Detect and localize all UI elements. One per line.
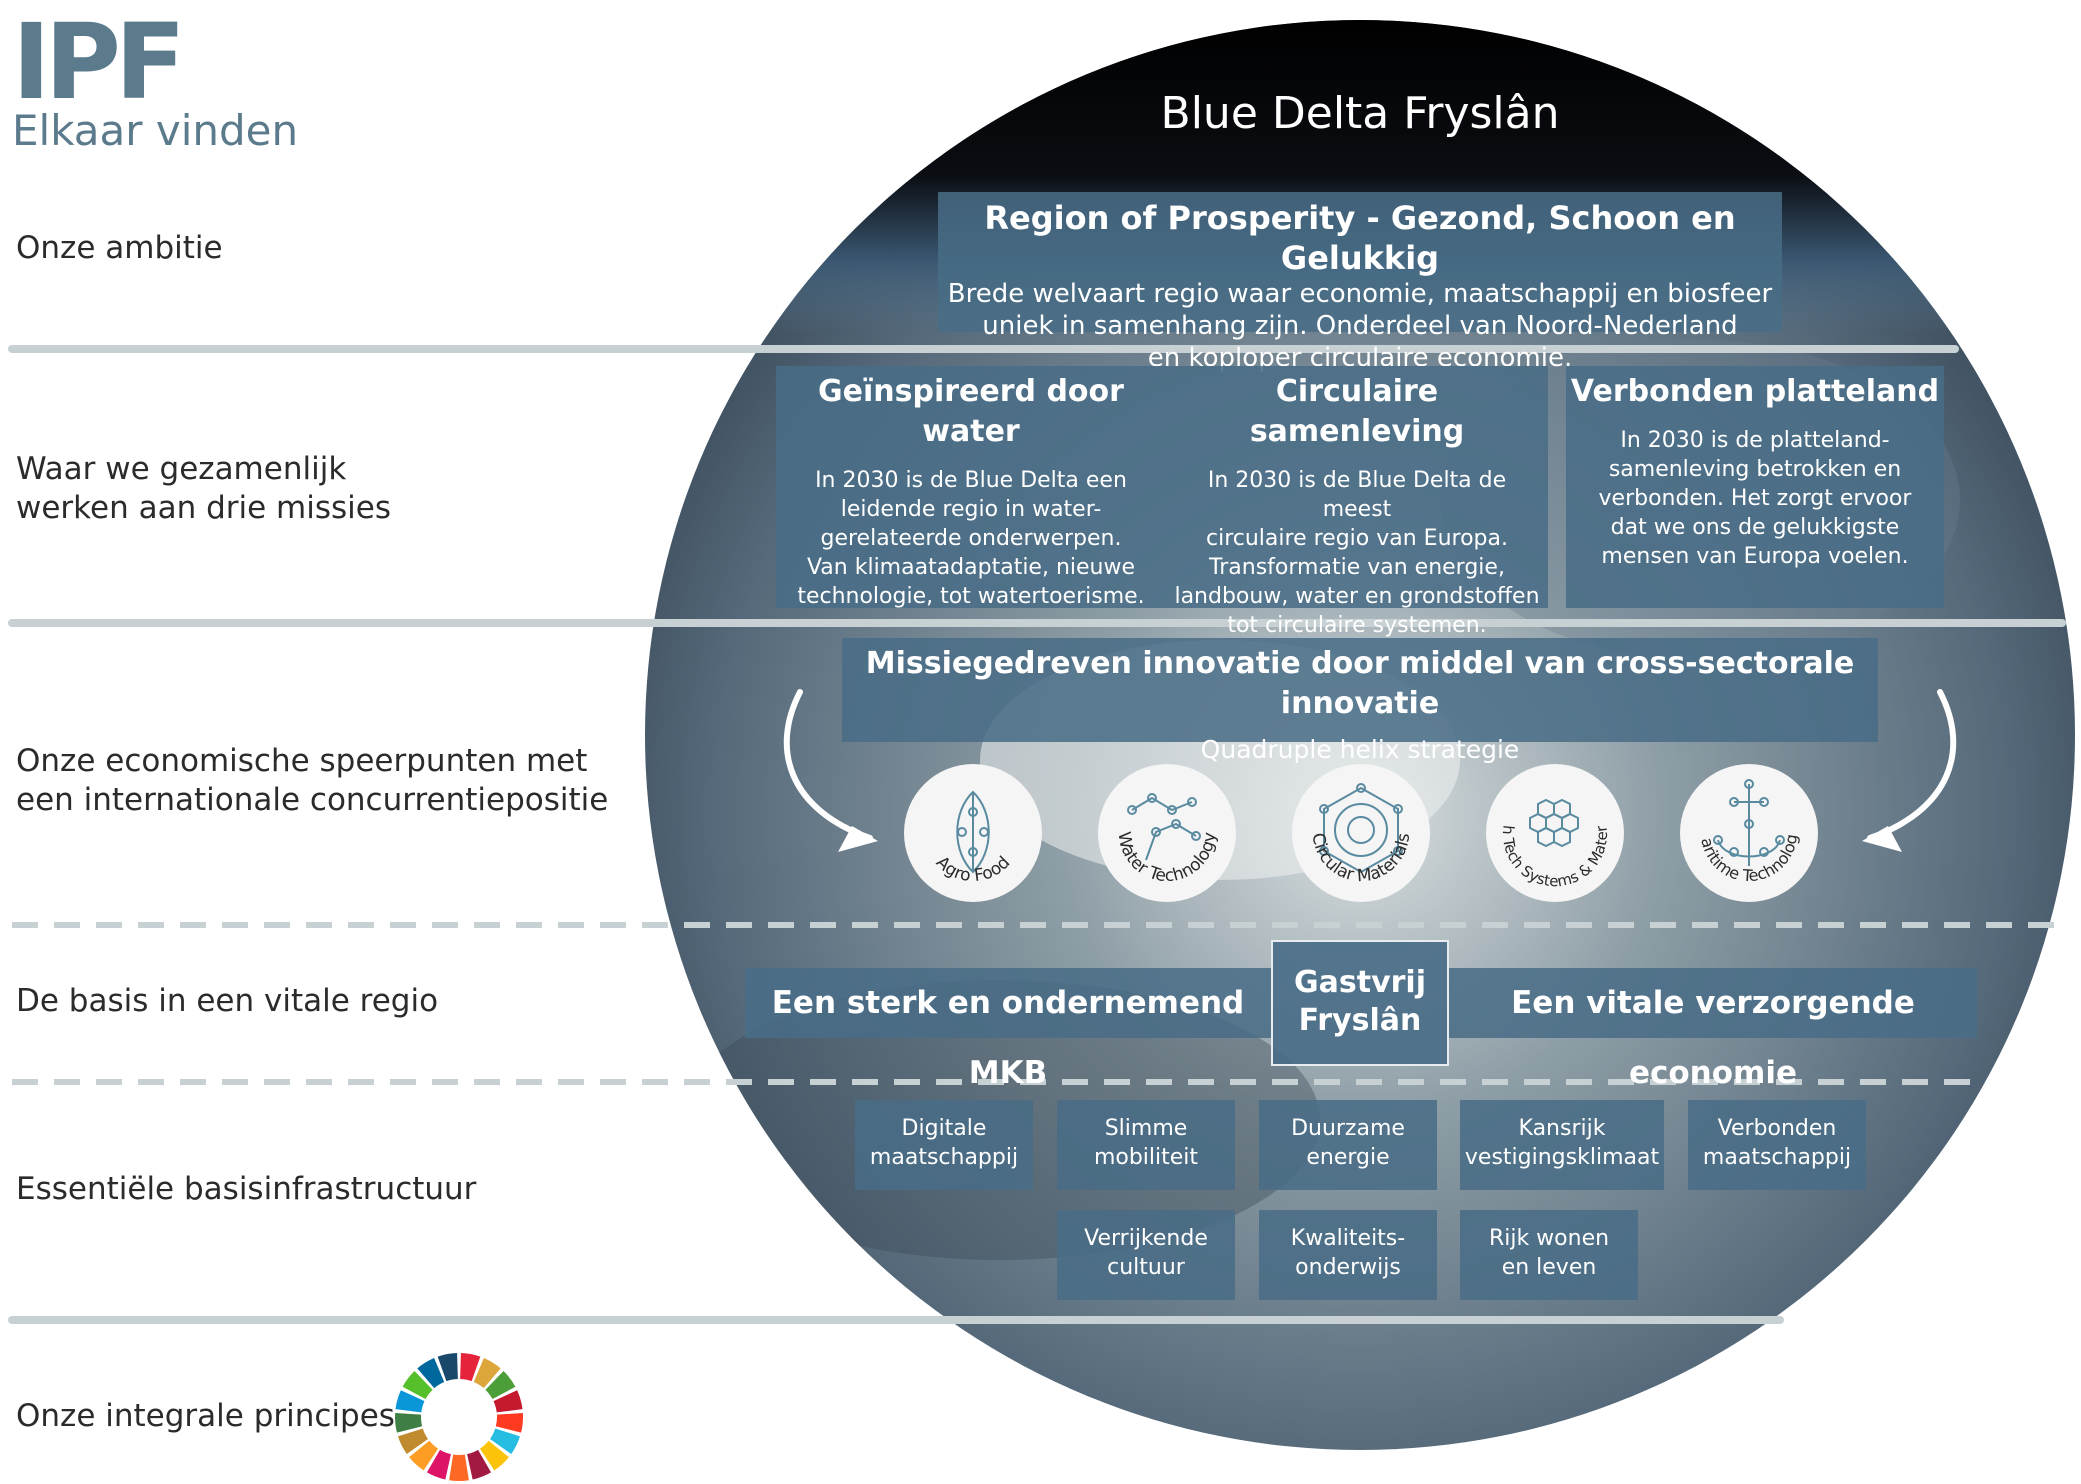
infra-rijk-wonen-en-leven: Rijk wonen en leven: [1460, 1210, 1638, 1300]
sdg-segment: [493, 1390, 523, 1413]
label-basis: De basis in een vitale regio: [16, 983, 439, 1019]
infra-kwaliteitsonderwijs: Kwaliteits- onderwijs: [1259, 1210, 1437, 1300]
water-technology-icon: [1127, 793, 1201, 861]
innovation-subheading: Quadruple helix strategie: [1200, 735, 1520, 764]
spearhead-water-technology: Water Technology: [1096, 762, 1238, 904]
mission-box-rural: Verbonden platteland In 2030 is de platt…: [1566, 366, 1944, 608]
mission-text: In 2030 is de Blue Delta een leidende re…: [797, 468, 1145, 609]
sdg-segment: [397, 1428, 429, 1455]
sdg-segment: [437, 1353, 458, 1382]
sdg-segment: [495, 1413, 523, 1433]
infra-verbonden-maatschappij: Verbonden maatschappij: [1688, 1100, 1866, 1190]
sdg-segment: [449, 1454, 469, 1481]
mission-heading: Verbonden platteland: [1570, 374, 1940, 409]
infra-duurzame-energie: Duurzame energie: [1259, 1100, 1437, 1190]
sdg-segment: [467, 1449, 492, 1480]
circular-materials-icon: [1319, 783, 1403, 874]
spearhead-agro-food: Agro Food: [902, 762, 1044, 904]
innovation-heading: Missiegedreven innovatie door middel van…: [865, 646, 1855, 721]
mission-box-circular: Circulaire samenleving In 2030 is de Blu…: [1166, 366, 1548, 638]
sdg-segment: [485, 1371, 516, 1400]
sdg-segment: [460, 1353, 481, 1382]
sdg-segment: [473, 1358, 501, 1389]
sdg-segment: [426, 1449, 451, 1480]
mission-text: In 2030 is de Blue Delta de meest circul…: [1174, 468, 1540, 638]
curved-arrow-right-icon: [1862, 689, 1957, 852]
ambition-text: Brede welvaart regio waar economie, maat…: [947, 279, 1773, 373]
diagram-title: Blue Delta Fryslân: [1160, 88, 1560, 139]
mission-box-water: Geïnspireerd door water In 2030 is de Bl…: [776, 366, 1166, 609]
spearhead-circular-materials: Circular Materials: [1290, 762, 1432, 904]
sdg-segment: [395, 1413, 423, 1433]
basis-gastvrij-fryslan: Gastvrij Fryslân: [1271, 940, 1449, 1066]
sdg-segment: [417, 1358, 445, 1389]
infra-slimme-mobiliteit: Slimme mobiliteit: [1057, 1100, 1235, 1190]
infra-kansrijk-vestigingsklimaat: Kansrijk vestigingsklimaat: [1460, 1100, 1664, 1190]
curved-arrow-left-icon: [783, 689, 878, 852]
innovation-banner: Missiegedreven innovatie door middel van…: [842, 638, 1878, 764]
label-missions: Waar we gezamenlijk werken aan drie miss…: [16, 451, 391, 526]
high-tech-icon: [1529, 798, 1579, 848]
mission-text: In 2030 is de platteland- samenleving be…: [1598, 428, 1912, 569]
sdg-segment: [409, 1440, 439, 1471]
infra-digitale-maatschappij: Digitale maatschappij: [855, 1100, 1033, 1190]
logo-tagline: Elkaar vinden: [12, 106, 299, 155]
sdg-segment: [489, 1428, 521, 1455]
spearhead-maritime-technology: Maritime Technology: [1671, 747, 1820, 904]
sdg-segment: [479, 1440, 509, 1471]
mission-heading: Geïnspireerd door water: [818, 374, 1124, 449]
mission-heading: Circulaire samenleving: [1249, 374, 1465, 449]
agro-food-icon: [956, 790, 990, 874]
label-infrastructure: Essentiële basisinfrastructuur: [16, 1171, 477, 1207]
basis-mkb: Een sterk en ondernemend MKB: [745, 968, 1271, 1091]
ipf-logo: IPF: [12, 1, 186, 123]
ambition-box: Region of Prosperity - Gezond, Schoon en…: [938, 192, 1782, 373]
label-spearheads: Onze economische speerpunten met een int…: [16, 743, 609, 818]
label-principles: Onze integrale principes: [16, 1398, 395, 1434]
sdg-wheel-icon: [395, 1353, 523, 1481]
ambition-heading: Region of Prosperity - Gezond, Schoon en…: [984, 199, 1736, 277]
infra-verrijkende-cultuur: Verrijkende cultuur: [1057, 1210, 1235, 1300]
label-ambition: Onze ambitie: [16, 230, 223, 266]
maritime-technology-icon: [1713, 779, 1785, 866]
sdg-segment: [395, 1390, 425, 1413]
basis-vitale-economie: Een vitale verzorgende economie: [1449, 968, 1977, 1091]
sdg-segment: [402, 1371, 433, 1400]
spearhead-high-tech: High Tech Systems & Materials: [1478, 748, 1626, 904]
